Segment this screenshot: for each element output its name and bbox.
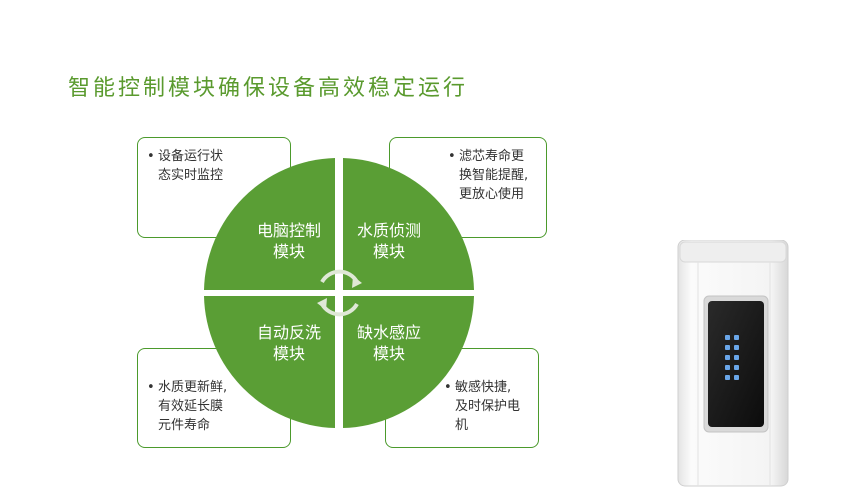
note-text-top-left: 设备运行状 态实时监控 xyxy=(147,147,223,185)
quadrant-bottom-right xyxy=(343,296,474,428)
quadrant-top-right xyxy=(343,158,474,290)
quadrant-label-bottom-right: 缺水感应 模块 xyxy=(356,323,421,363)
note-text-top-right: 滤芯寿命更 换智能提醒, 更放心使用 xyxy=(448,147,528,204)
note-text-bottom-right: 敏感快捷, 及时保护电 机 xyxy=(444,378,520,435)
control-panel-icons xyxy=(725,335,739,380)
quadrant-label-top-right: 水质侦测 模块 xyxy=(356,221,421,261)
quadrant-top-left xyxy=(204,158,335,290)
note-text-bottom-left: 水质更新鲜, 有效延长膜 元件寿命 xyxy=(147,378,227,435)
water-purifier-image xyxy=(677,240,789,487)
cycle-arrows-icon xyxy=(317,269,362,317)
quadrant-label-bottom-left: 自动反洗 模块 xyxy=(256,323,321,363)
page-title: 智能控制模块确保设备高效稳定运行 xyxy=(68,76,469,101)
quadrant-label-top-left: 电脑控制 模块 xyxy=(256,221,321,261)
quadrant-bottom-left xyxy=(204,296,335,428)
